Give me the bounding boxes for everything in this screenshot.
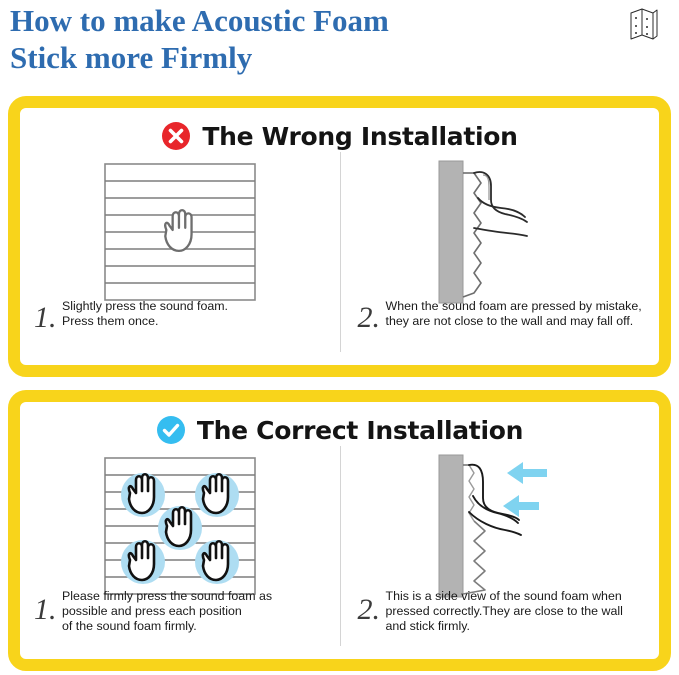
correct-figures [20,450,659,610]
caption-item: 1. Please firmly press the sound foam as… [20,587,340,653]
caption-item: 1. Slightly press the sound foam. Press … [20,293,340,359]
page-title-line-1: How to make Acoustic Foam [10,3,389,38]
foam-panel-front-view-single-press [20,156,340,316]
column-divider [339,152,341,352]
page-title-line-2: Stick more Firmly [10,40,253,75]
foam-panel-front-view-five-press [20,450,340,610]
hand-icon [163,209,193,253]
wrong-figures [20,156,659,316]
caption-item: 2. This is a side view of the sound foam… [340,587,660,653]
caption-number: 2. [357,593,381,626]
caption-item: 2. When the sound foam are pressed by mi… [340,293,660,359]
blue-circle-check-icon [156,416,185,444]
folded-acoustic-panel-icon [630,8,658,40]
caption-text: Slightly press the sound foam. Press the… [62,299,228,328]
caption-text: This is a side view of the sound foam wh… [385,589,623,633]
page-title: How to make Acoustic Foam Stick more Fir… [10,2,550,76]
wrong-section-heading: The Wrong Installation [20,116,659,156]
foam-side-view-loose [340,156,660,316]
caption-number: 1. [34,301,57,334]
foam-side-view-pressed-firm [340,450,660,610]
caption-text: Please firmly press the sound foam as po… [62,589,273,633]
wrong-section-title: The Wrong Installation [202,121,518,151]
correct-captions: 1. Please firmly press the sound foam as… [20,587,659,653]
wrong-captions: 1. Slightly press the sound foam. Press … [20,293,659,359]
correct-section-title: The Correct Installation [196,415,524,445]
correct-section-heading: The Correct Installation [20,410,659,450]
caption-number: 1. [34,593,57,626]
wrong-installation-card: The Wrong Installation [8,96,671,377]
red-circle-x-icon [162,122,191,150]
caption-number: 2. [357,301,381,334]
column-divider [339,446,341,646]
correct-installation-card: The Correct Installation [8,390,671,671]
page-header: How to make Acoustic Foam Stick more Fir… [0,0,679,92]
press-arrow-icon [503,462,548,517]
caption-text: When the sound foam are pressed by mista… [385,299,642,328]
press-point-group [120,472,239,584]
